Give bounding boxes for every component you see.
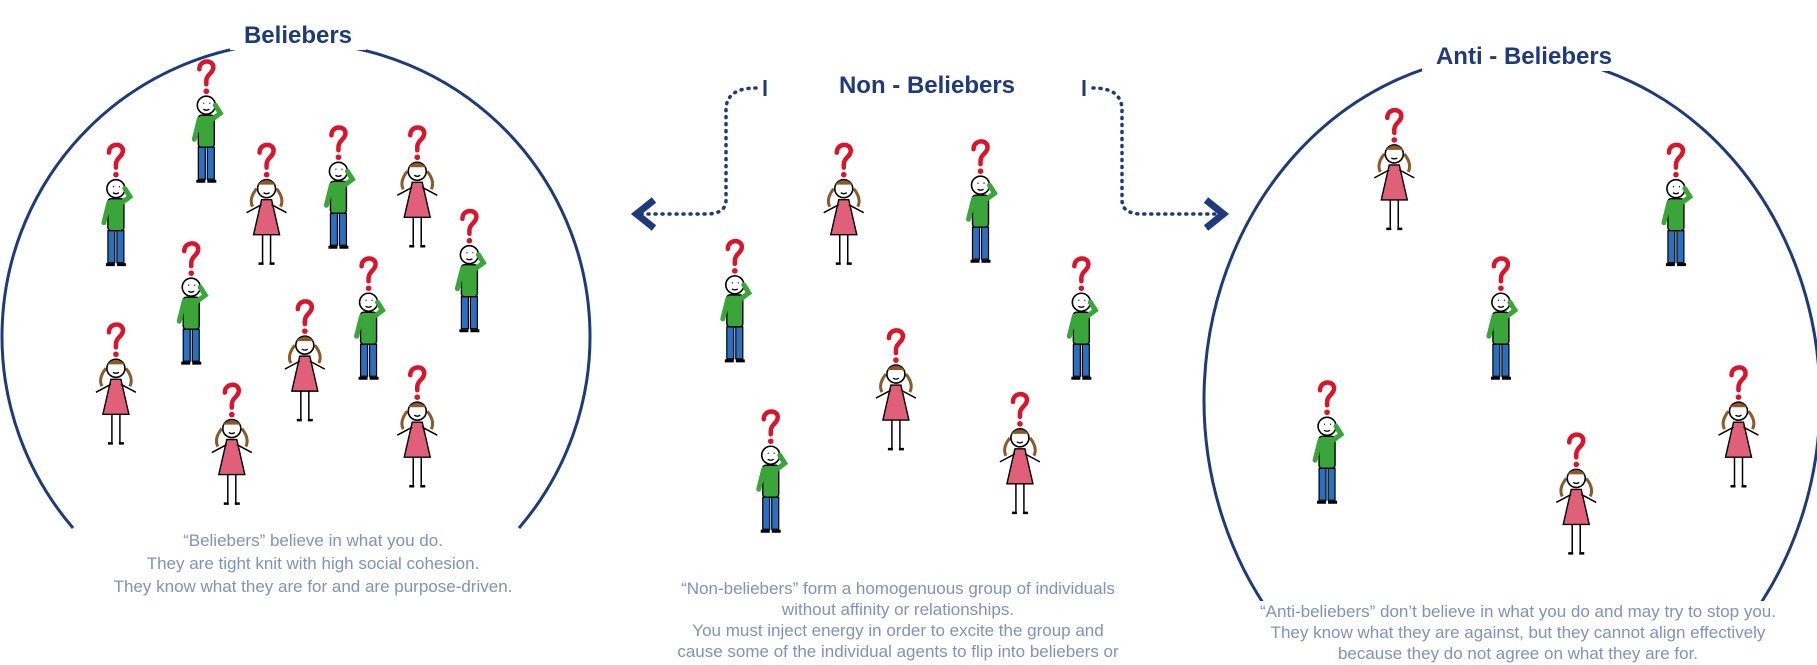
girl-figure-icon (876, 330, 916, 449)
anti-beliebers-title: Anti - Beliebers (1421, 43, 1627, 71)
desc-line: because they do not agree on what they a… (1337, 644, 1699, 663)
girl-figure-icon (1556, 435, 1596, 554)
desc-line: “Non-beliebers” form a homogenuous group… (681, 579, 1115, 598)
desc-line: “Anti-beliebers” don’t believe in what y… (1260, 602, 1776, 621)
girl-figure-icon (397, 367, 437, 486)
boy-figure-icon (1489, 258, 1515, 378)
beliebers-title: Beliebers (229, 22, 367, 50)
anti-beliebers-description: “Anti-beliebers” don’t believe in what y… (1260, 601, 1776, 664)
boy-figure-icon (357, 258, 383, 378)
girl-figure-icon (212, 385, 252, 504)
boy-figure-icon (759, 411, 785, 531)
boy-figure-icon (969, 141, 995, 261)
desc-line: They know what they are for and are purp… (113, 577, 513, 596)
desc-line: “Beliebers” believe in what you do. (183, 531, 443, 550)
boy-figure-icon (179, 243, 205, 363)
girl-figure-icon (824, 145, 864, 264)
beliebers-description: “Beliebers” believe in what you do. They… (113, 529, 513, 598)
desc-line: They know what they are against, but the… (1270, 623, 1766, 642)
girl-figure-icon (1000, 394, 1040, 513)
boy-figure-icon (1664, 145, 1690, 265)
desc-line: without affinity or relationships. (781, 600, 1015, 619)
arrow-to-anti-beliebers (1082, 80, 1230, 231)
boy-figure-icon (1315, 382, 1341, 502)
boy-figure-icon (326, 128, 352, 248)
girl-figure-icon (1374, 110, 1414, 229)
girl-figure-icon (285, 301, 325, 420)
anti-beliebers-circle (1202, 53, 1817, 629)
boy-figure-icon (723, 241, 749, 361)
desc-line: cause some of the individual agents to f… (677, 642, 1119, 661)
desc-line: You must inject energy in order to excit… (692, 621, 1104, 640)
beliebers-circle (0, 40, 592, 529)
boy-figure-icon (104, 145, 130, 265)
non-beliebers-title: Non - Beliebers (824, 72, 1030, 100)
girl-figure-icon (397, 128, 437, 247)
girl-figure-icon (96, 325, 136, 444)
arrow-to-beliebers (630, 80, 767, 231)
girl-figure-icon (247, 145, 287, 264)
boy-figure-icon (1069, 258, 1095, 378)
boy-figure-icon (457, 211, 483, 331)
boy-figure-icon (194, 61, 220, 181)
desc-line: They are tight knit with high social coh… (146, 554, 480, 573)
non-beliebers-description: “Non-beliebers” form a homogenuous group… (677, 578, 1119, 662)
girl-figure-icon (1719, 367, 1759, 486)
